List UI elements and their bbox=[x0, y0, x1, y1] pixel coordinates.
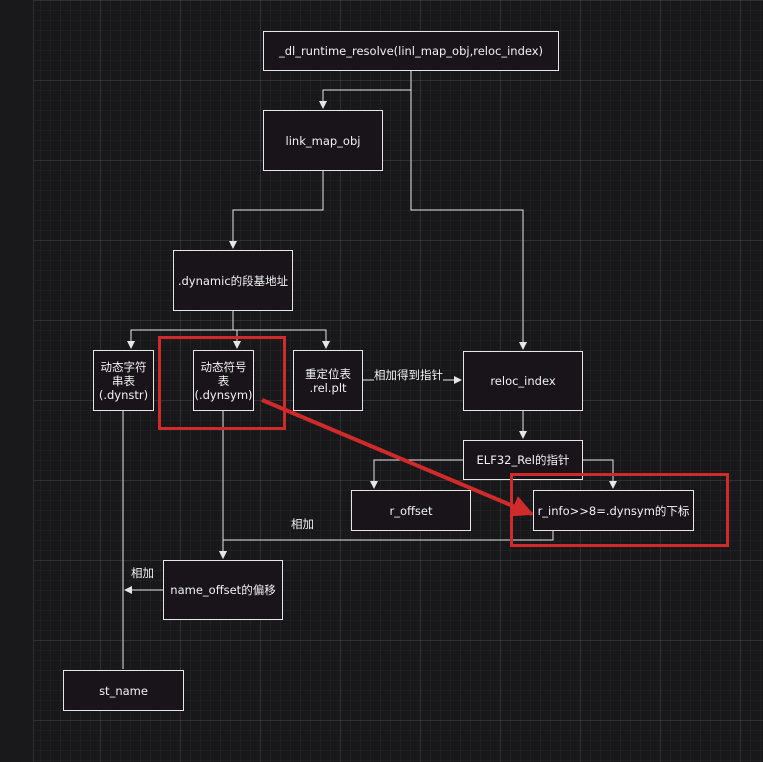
node-dl-runtime-resolve-label: _dl_runtime_resolve(linl_map_obj,reloc_i… bbox=[278, 44, 544, 58]
node-dynstr[interactable]: 动态字符 串表 (.dynstr) bbox=[93, 350, 154, 411]
edge-rinfo-to-nameoffset bbox=[219, 530, 554, 559]
node-link-map-obj[interactable]: link_map_obj bbox=[263, 110, 383, 171]
highlight-red-arrow bbox=[261, 398, 534, 517]
node-elf32-rel-label: ELF32_Rel的指针 bbox=[476, 453, 570, 467]
node-name-offset-label: name_offset的偏移 bbox=[170, 583, 276, 597]
edge-elf32rel-to-rinfo bbox=[583, 459, 617, 489]
node-reloc-index-label: reloc_index bbox=[490, 374, 556, 388]
node-rel-plt[interactable]: 重定位表 .rel.plt bbox=[293, 350, 363, 411]
node-name-offset[interactable]: name_offset的偏移 bbox=[163, 560, 283, 620]
node-reloc-index[interactable]: reloc_index bbox=[463, 351, 583, 411]
edge-label-add-pointer: 相加得到指针 bbox=[374, 368, 443, 382]
node-st-name-label: st_name bbox=[99, 683, 148, 698]
node-dynamic-base[interactable]: .dynamic的段基地址 bbox=[173, 250, 293, 311]
edge-label-add-2: 相加 bbox=[131, 566, 154, 580]
left-panel-strip bbox=[0, 0, 34, 762]
node-dl-runtime-resolve[interactable]: _dl_runtime_resolve(linl_map_obj,reloc_i… bbox=[263, 31, 559, 71]
node-st-name[interactable]: st_name bbox=[63, 670, 184, 711]
node-elf32-rel[interactable]: ELF32_Rel的指针 bbox=[463, 440, 583, 480]
node-dynamic-base-label: .dynamic的段基地址 bbox=[177, 273, 289, 288]
edge-resolve-to-linkmap bbox=[319, 70, 412, 109]
node-rel-plt-line-1: 重定位表 bbox=[305, 366, 351, 381]
node-dynstr-line-1: 动态字符 bbox=[100, 359, 147, 374]
node-link-map-obj-label: link_map_obj bbox=[285, 133, 361, 148]
node-dynsym[interactable]: 动态符号 表 (.dynsym) bbox=[193, 350, 254, 411]
node-r-info[interactable]: r_info>>8=.dynsym的下标 bbox=[533, 490, 694, 531]
node-dynsym-line-1: 动态符号 bbox=[200, 359, 247, 374]
node-dynsym-line-3: (.dynsym) bbox=[194, 387, 253, 402]
node-dynstr-line-3: (.dynstr) bbox=[98, 387, 149, 402]
node-r-info-label: r_info>>8=.dynsym的下标 bbox=[537, 503, 690, 518]
node-dynsym-line-2: 表 bbox=[217, 373, 230, 388]
highlight-box-r-info bbox=[510, 473, 729, 547]
node-rel-plt-line-2: .rel.plt bbox=[309, 380, 347, 395]
highlight-box-dynsym bbox=[158, 336, 286, 430]
node-r-offset[interactable]: r_offset bbox=[351, 490, 471, 531]
edge-linkmap-to-dynamic bbox=[229, 170, 324, 249]
edge-label-add-1: 相加 bbox=[291, 517, 314, 531]
edge-elf32rel-to-roffset bbox=[370, 459, 463, 489]
edge-resolve-to-relocindex bbox=[410, 70, 527, 350]
edge-dynamic-to-relplt bbox=[233, 329, 330, 349]
node-r-offset-label: r_offset bbox=[389, 503, 433, 518]
node-dynstr-line-2: 串表 bbox=[112, 373, 135, 388]
diagram-canvas[interactable] bbox=[34, 0, 763, 762]
